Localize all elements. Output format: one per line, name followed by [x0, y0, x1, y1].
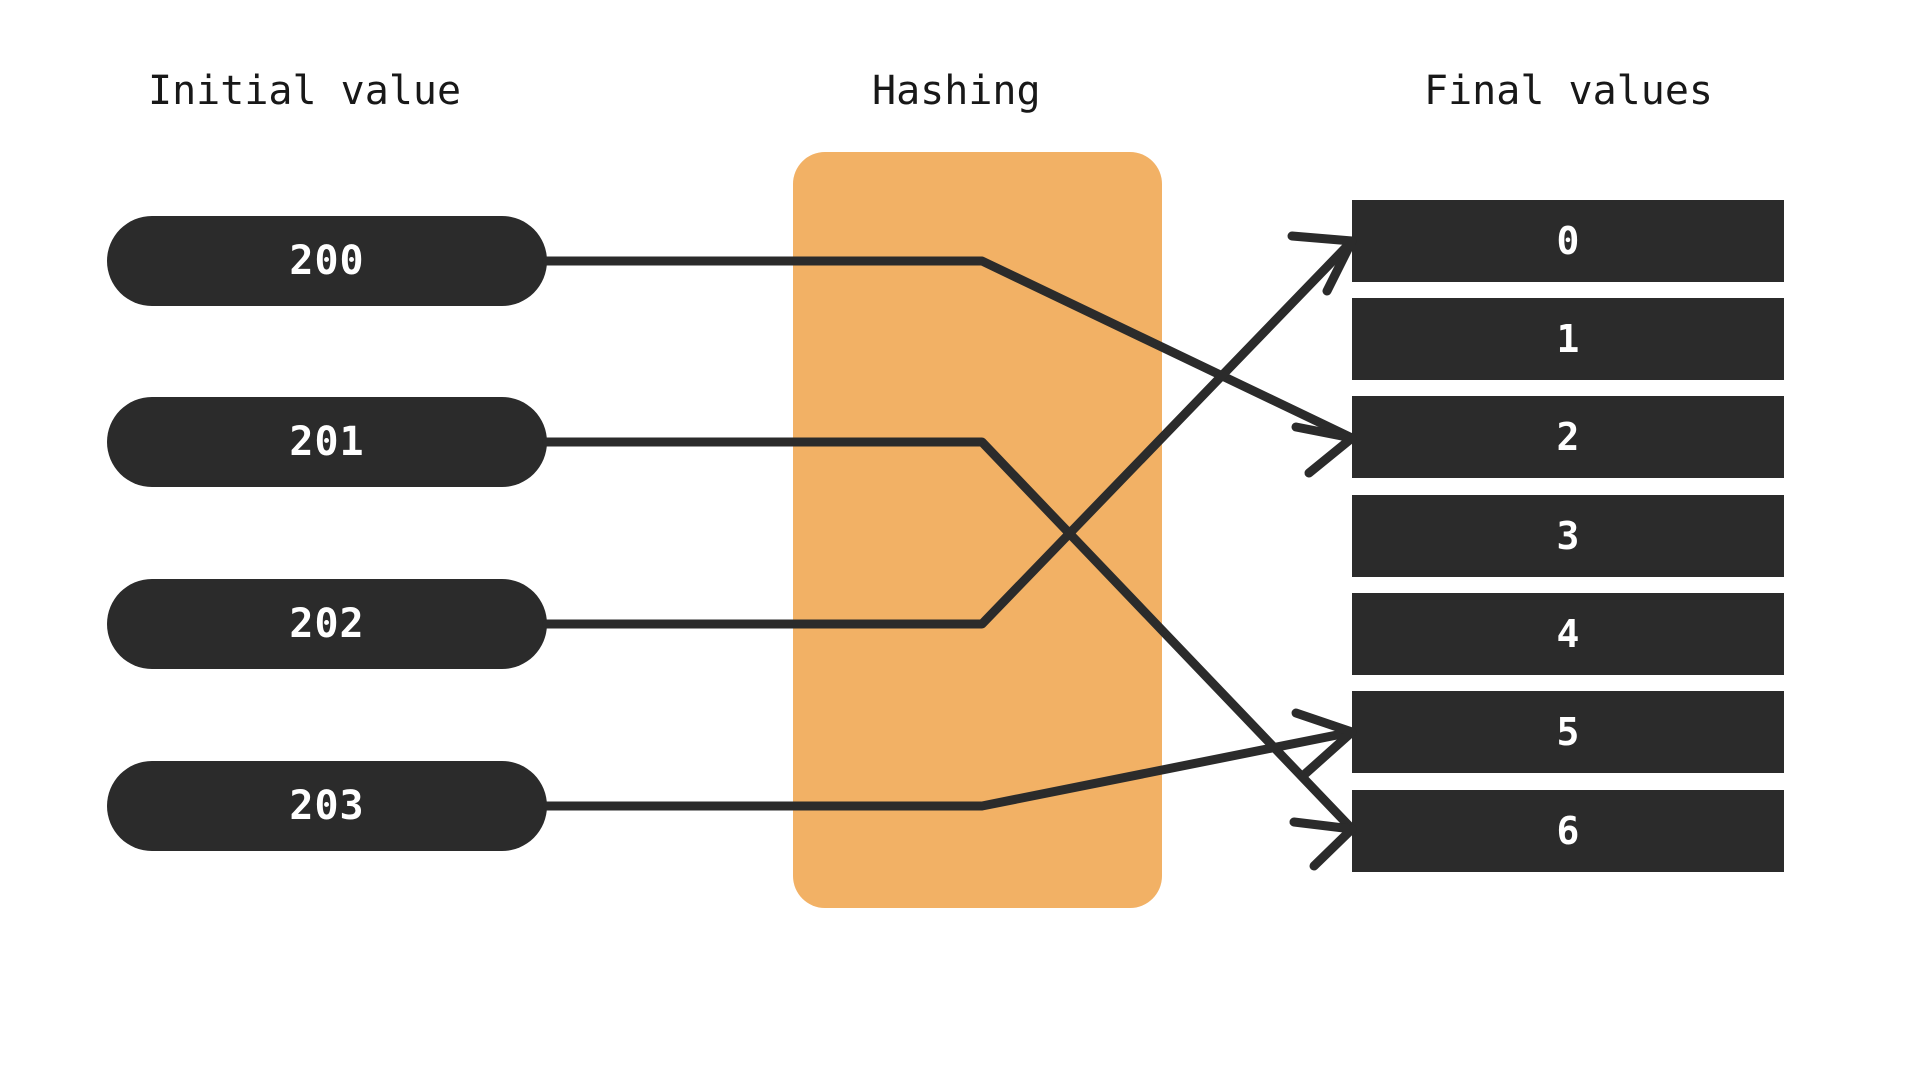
- bucket-row[interactable]: 3: [1352, 495, 1784, 577]
- bucket-index-label: 3: [1556, 514, 1580, 558]
- bucket-row[interactable]: 4: [1352, 593, 1784, 675]
- column-heading-hashing: Hashing: [872, 68, 1041, 114]
- input-node-200[interactable]: 200: [107, 216, 547, 306]
- input-node-label: 203: [289, 783, 365, 829]
- bucket-index-label: 1: [1556, 317, 1580, 361]
- bucket-row[interactable]: 2: [1352, 396, 1784, 478]
- bucket-row[interactable]: 5: [1352, 691, 1784, 773]
- final-values-table: 0 1 2 3 4 5 6: [1352, 200, 1784, 873]
- input-node-label: 201: [289, 419, 365, 465]
- bucket-index-label: 6: [1556, 809, 1580, 853]
- bucket-index-label: 4: [1556, 612, 1580, 656]
- input-node-label: 200: [289, 238, 365, 284]
- input-node-label: 202: [289, 601, 365, 647]
- bucket-row[interactable]: 0: [1352, 200, 1784, 282]
- bucket-row[interactable]: 1: [1352, 298, 1784, 380]
- input-node-201[interactable]: 201: [107, 397, 547, 487]
- column-heading-final-values: Final values: [1424, 68, 1713, 114]
- bucket-index-label: 5: [1556, 710, 1580, 754]
- input-node-202[interactable]: 202: [107, 579, 547, 669]
- bucket-index-label: 0: [1556, 219, 1580, 263]
- bucket-index-label: 2: [1556, 415, 1580, 459]
- column-heading-initial-value: Initial value: [148, 68, 462, 114]
- input-node-203[interactable]: 203: [107, 761, 547, 851]
- hashing-band: [793, 152, 1162, 908]
- bucket-row[interactable]: 6: [1352, 790, 1784, 872]
